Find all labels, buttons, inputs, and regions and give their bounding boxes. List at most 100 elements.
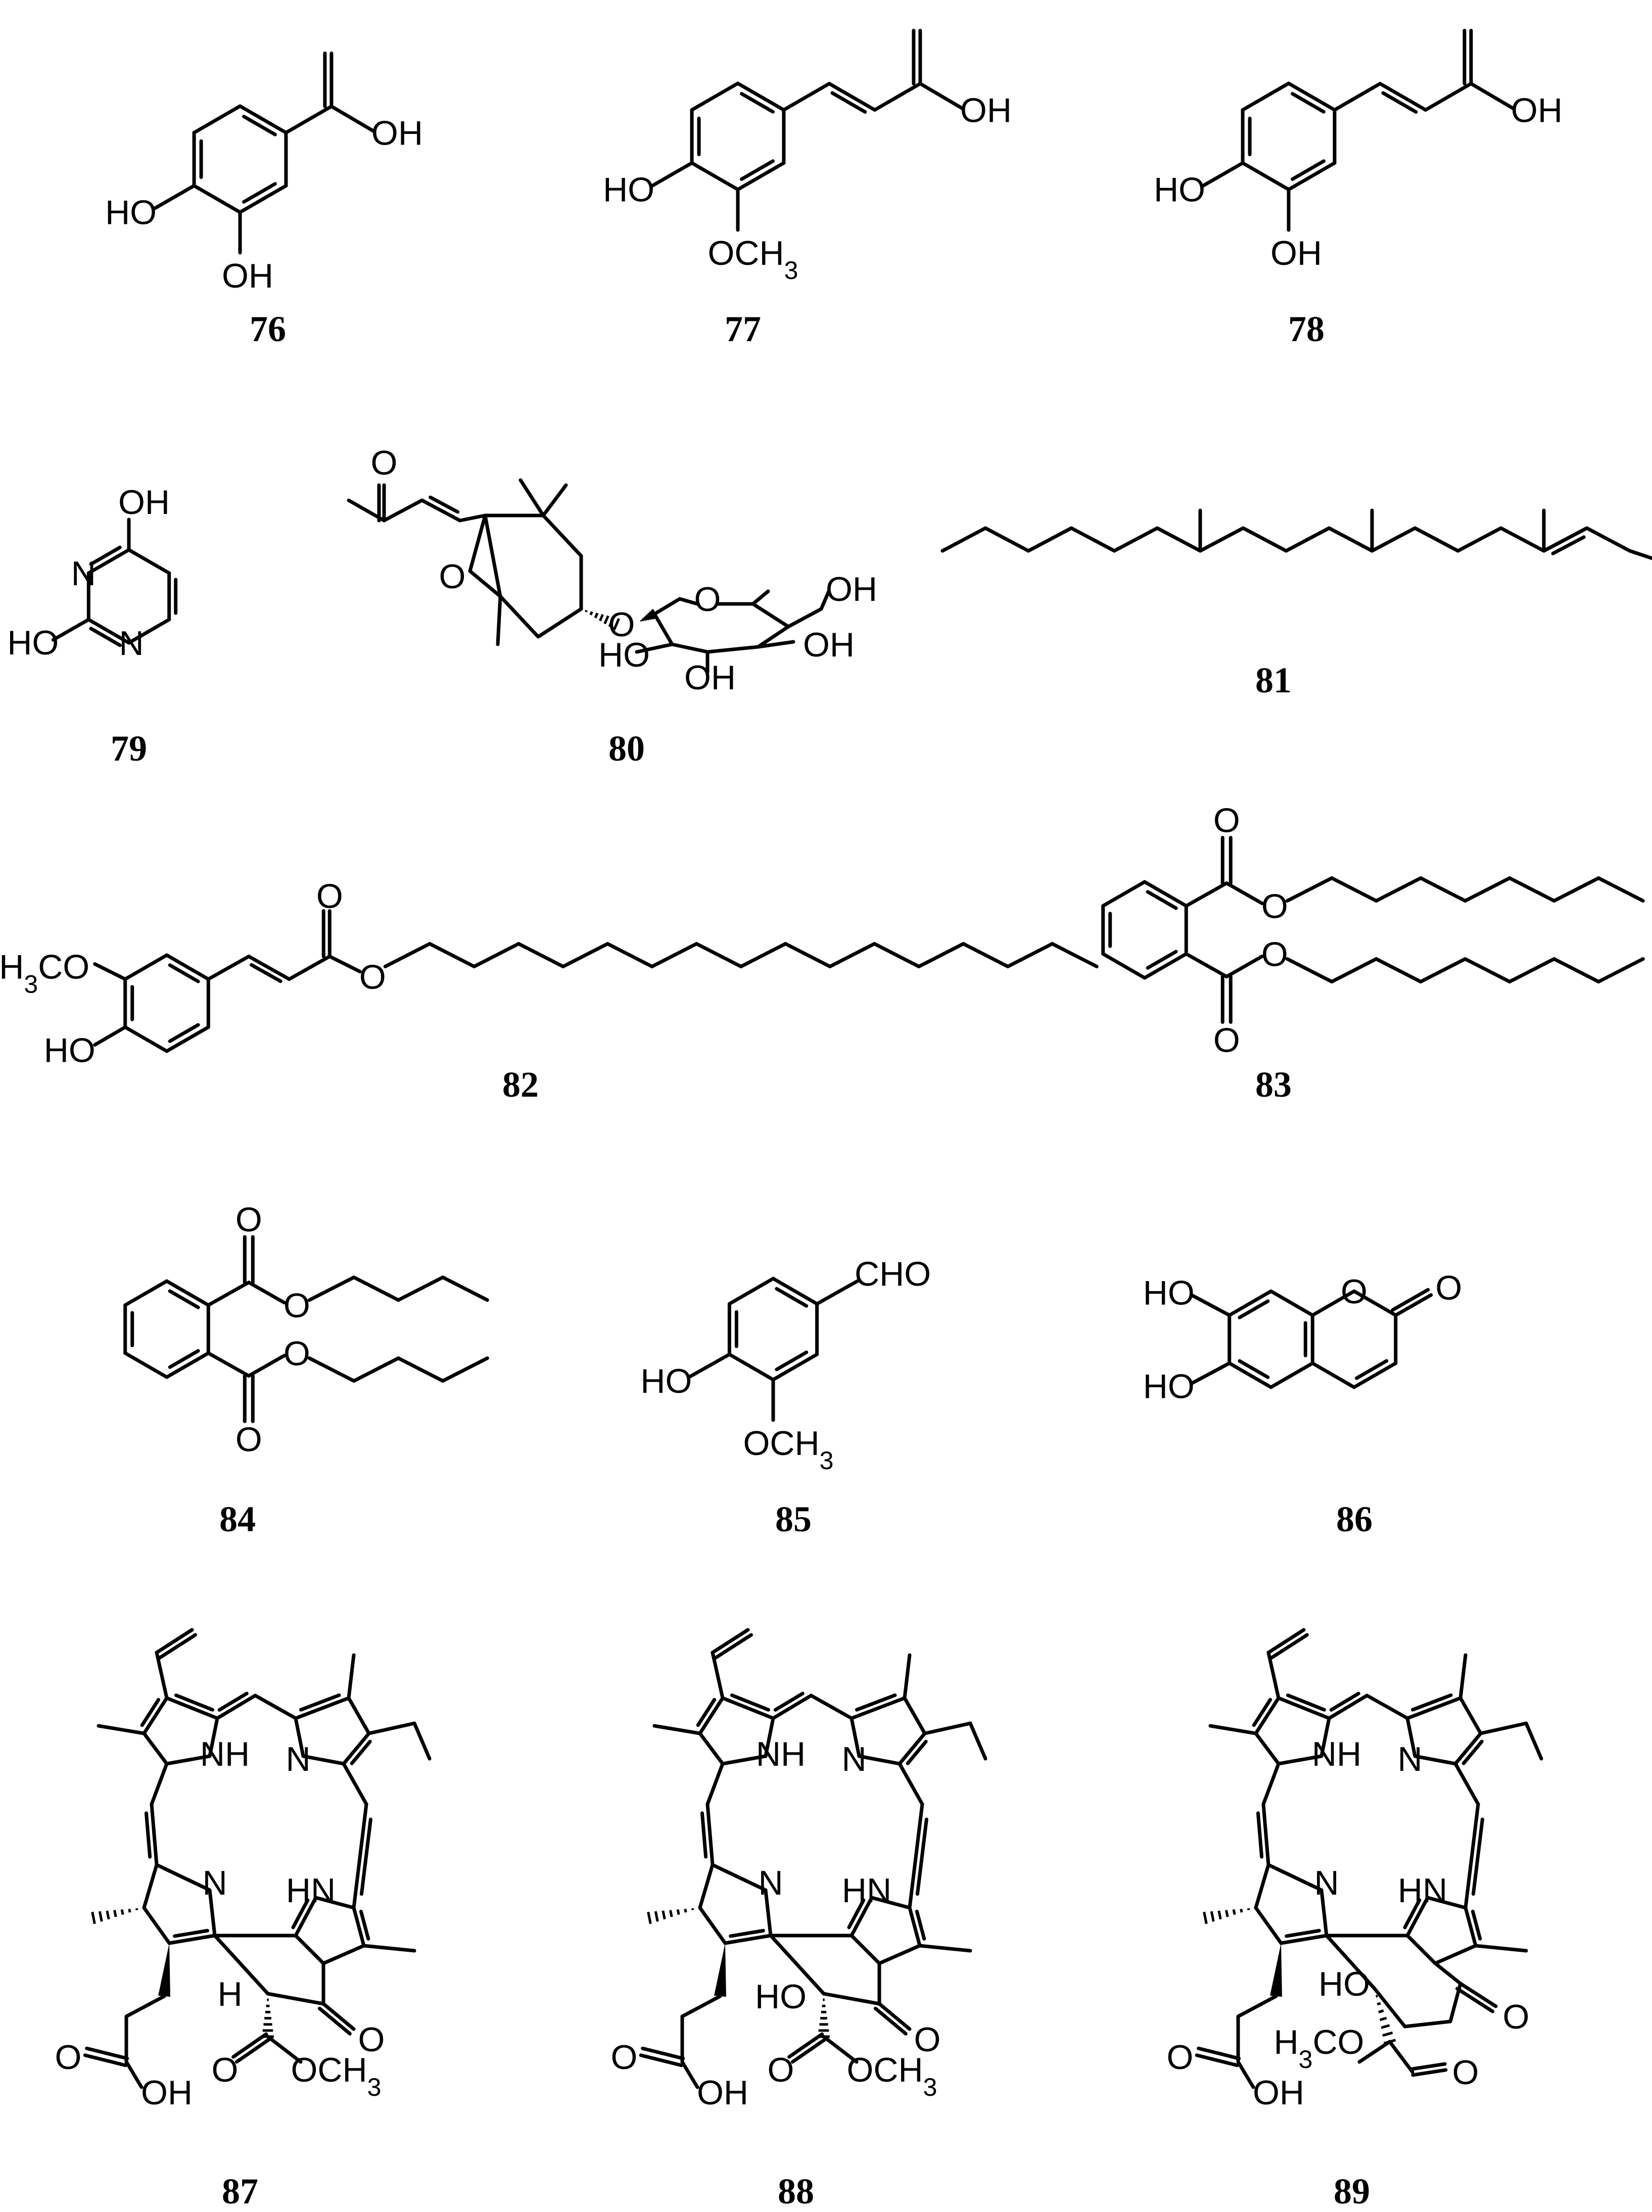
bond xyxy=(1453,1731,1483,1766)
bond xyxy=(698,1906,727,1945)
bond xyxy=(266,2035,303,2064)
bond xyxy=(420,498,462,523)
hash-bond xyxy=(1240,1908,1243,1913)
bond xyxy=(698,1696,725,1735)
bond xyxy=(1325,1934,1377,1991)
bond xyxy=(730,1693,770,1712)
hash-bond xyxy=(612,618,621,631)
bond xyxy=(168,1349,200,1369)
atom-label: O xyxy=(1452,2053,1479,2092)
bond xyxy=(1224,881,1264,905)
compound-number: 88 xyxy=(778,2171,814,2211)
bond xyxy=(192,104,242,134)
bond xyxy=(1433,1944,1478,1965)
bond xyxy=(908,1906,922,1948)
bond xyxy=(1552,957,1600,983)
bond xyxy=(496,594,502,646)
bond xyxy=(1291,159,1326,181)
bond xyxy=(165,1025,210,1053)
bond xyxy=(208,1888,217,1938)
bond xyxy=(1381,91,1418,114)
atom-label: OH xyxy=(118,483,170,522)
bond xyxy=(483,513,502,598)
bond xyxy=(786,607,823,629)
bond xyxy=(877,1944,922,1965)
bond xyxy=(1426,1896,1468,1910)
atom-label: O xyxy=(608,605,635,644)
bond xyxy=(173,1928,209,1938)
bond xyxy=(635,642,674,654)
hash-bond xyxy=(1217,1910,1222,1920)
bond xyxy=(1410,2062,1447,2071)
bond xyxy=(849,1934,881,1965)
bond xyxy=(1277,1696,1331,1720)
bond xyxy=(352,1906,366,1948)
bond xyxy=(294,1896,318,1938)
atom-label: OH xyxy=(684,658,736,697)
bond xyxy=(1286,1693,1326,1712)
bond xyxy=(870,1896,912,1910)
bond xyxy=(1287,81,1337,112)
bond xyxy=(903,1696,927,1735)
bond xyxy=(1184,881,1229,908)
bond xyxy=(898,1762,924,1806)
bond xyxy=(250,963,282,983)
bond xyxy=(849,1716,861,1758)
bond xyxy=(155,1651,169,1700)
bond xyxy=(1552,876,1600,903)
bond xyxy=(1411,2068,1448,2077)
hash-bond xyxy=(608,617,615,628)
atom-label: OH xyxy=(1511,91,1563,130)
hash-bond xyxy=(1381,2024,1390,2029)
bond xyxy=(287,955,332,981)
bond xyxy=(718,1866,760,1889)
bond xyxy=(790,2037,827,2064)
bond xyxy=(1236,1994,1278,2018)
atom-label: O xyxy=(1261,935,1288,974)
bond xyxy=(809,1693,854,1720)
bond xyxy=(705,1762,725,1806)
bond xyxy=(307,1356,356,1383)
bond xyxy=(412,1721,432,1761)
bond xyxy=(756,640,795,649)
bond xyxy=(1228,1361,1273,1389)
bond xyxy=(86,548,131,575)
compound-81: OH81 xyxy=(940,508,1652,700)
bond xyxy=(1198,526,1245,553)
bond xyxy=(367,1721,416,1735)
atom-label: HO xyxy=(7,624,59,662)
atom-label: OH xyxy=(1253,2074,1304,2112)
atom-label: N xyxy=(119,624,144,663)
bond xyxy=(206,955,251,981)
bond xyxy=(923,1721,972,1735)
atom-label: O xyxy=(1435,1269,1462,1307)
bond xyxy=(696,1698,717,1727)
compound-number: 84 xyxy=(219,1499,256,1539)
hash-bond xyxy=(120,1909,124,1915)
bond xyxy=(1190,1361,1232,1385)
hash-bond xyxy=(643,616,648,621)
bond xyxy=(1252,1698,1272,1727)
bond xyxy=(1329,1691,1360,1712)
hash-bond xyxy=(684,1908,687,1913)
hash-bond xyxy=(669,1910,673,1917)
bond xyxy=(857,1754,902,1766)
bond xyxy=(516,942,565,968)
bond xyxy=(317,2006,352,2036)
bond xyxy=(352,1802,368,1910)
compound-number: 76 xyxy=(250,309,286,349)
bond xyxy=(142,1731,169,1766)
bond xyxy=(1006,942,1054,968)
hash-bond xyxy=(640,619,643,622)
bond xyxy=(1319,1888,1329,1938)
bond xyxy=(1403,1898,1422,1929)
bond xyxy=(1458,1653,1468,1700)
bond xyxy=(650,942,698,968)
bond xyxy=(787,2032,824,2059)
atom-label: HN xyxy=(1398,1871,1447,1910)
bond xyxy=(1146,950,1178,970)
bond xyxy=(498,594,540,639)
bond xyxy=(294,1716,305,1758)
